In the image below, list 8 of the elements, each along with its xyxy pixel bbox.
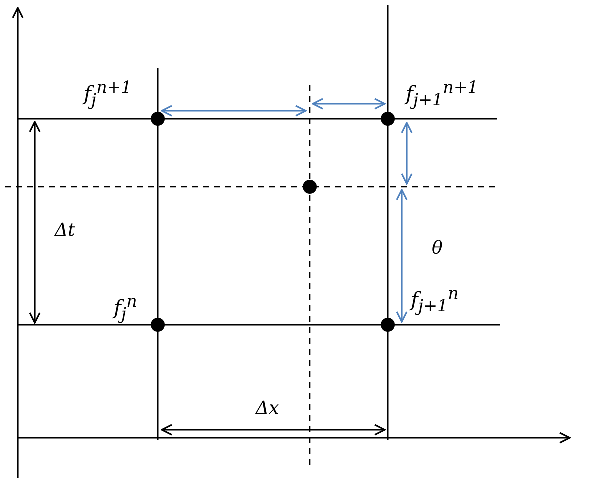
dimension-label: Δt	[55, 222, 76, 240]
dimension-label: Δx	[256, 400, 280, 418]
grid-point	[151, 112, 165, 126]
grid-point	[381, 318, 395, 332]
grid-point	[381, 112, 395, 126]
grid-point	[303, 180, 317, 194]
grid-point	[151, 318, 165, 332]
dimension-label: θ	[432, 240, 443, 258]
